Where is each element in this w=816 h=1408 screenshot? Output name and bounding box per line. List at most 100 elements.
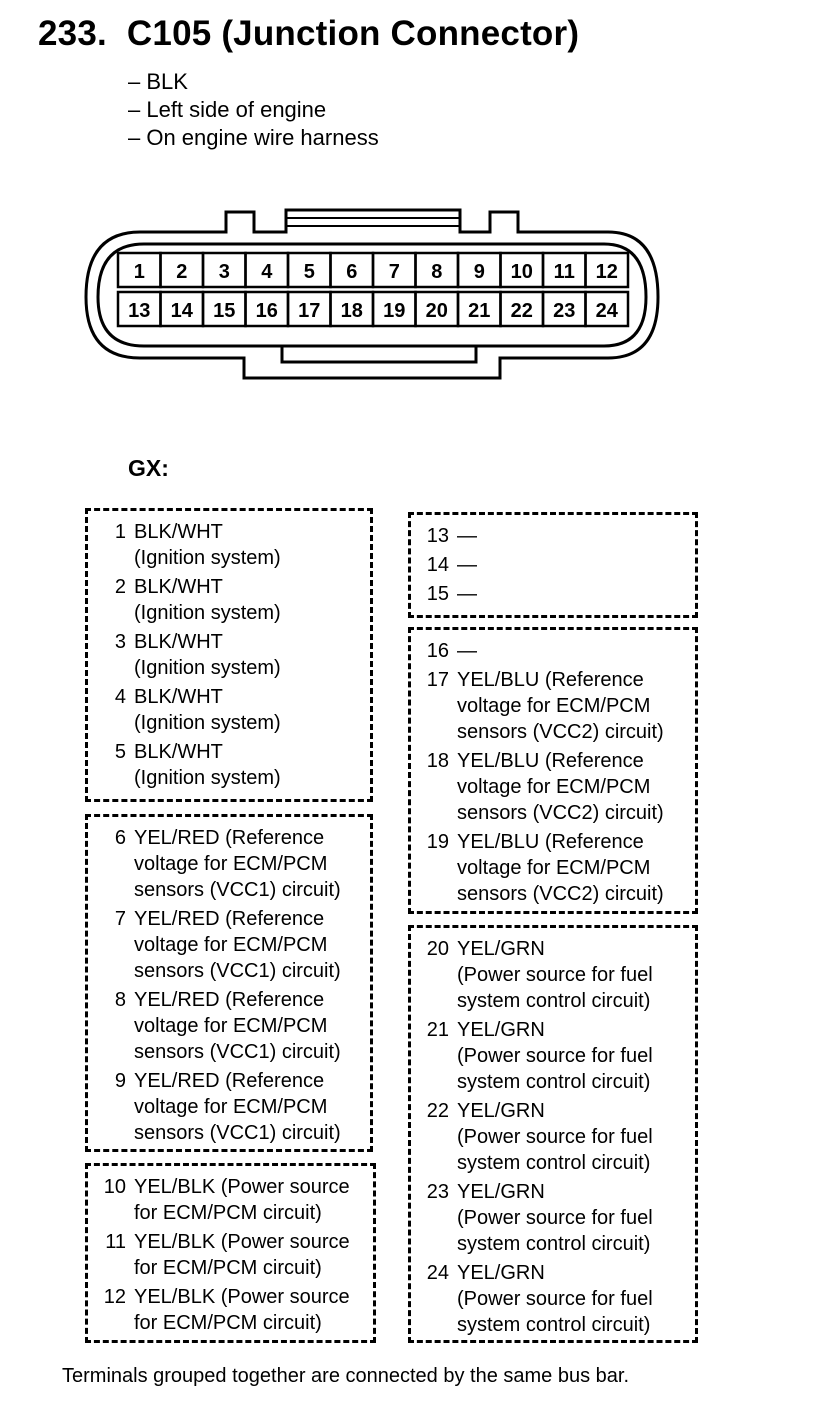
pin-label: 5 bbox=[304, 261, 315, 283]
pin-label: 4 bbox=[261, 261, 273, 283]
pin-label: 2 bbox=[176, 261, 187, 283]
connector-info: – BLK – Left side of engine – On engine … bbox=[128, 68, 379, 152]
terminal-number: 6 bbox=[114, 827, 126, 849]
pin-label: 23 bbox=[553, 300, 575, 322]
terminal-description: — bbox=[457, 640, 477, 662]
terminal-entry: 11 YEL/BLK (Power source for ECM/PCM circ… bbox=[88, 1229, 373, 1281]
terminal-description: BLK/WHT (Ignition system) bbox=[134, 686, 281, 734]
terminal-description: YEL/GRN (Power source for fuel system co… bbox=[457, 1181, 653, 1255]
pin-label: 21 bbox=[468, 300, 490, 322]
terminal-entry: 16 — bbox=[411, 638, 695, 664]
terminal-number: 10 bbox=[103, 1176, 126, 1198]
pin-label: 1 bbox=[134, 261, 145, 283]
terminal-number: 8 bbox=[114, 989, 126, 1011]
terminal-entry: 4 BLK/WHT (Ignition system) bbox=[88, 684, 370, 736]
pin-label: 17 bbox=[298, 300, 320, 322]
terminal-entry: 5 BLK/WHT (Ignition system) bbox=[88, 739, 370, 791]
page-title: 233. C105 (Junction Connector) bbox=[38, 14, 579, 54]
title-number: 233. bbox=[38, 14, 107, 53]
terminal-description: YEL/RED (Reference voltage for ECM/PCM s… bbox=[134, 989, 341, 1063]
terminal-number: 19 bbox=[426, 831, 449, 853]
pin-cell bbox=[584, 290, 630, 328]
pin-label: 9 bbox=[474, 261, 485, 283]
terminal-number: 17 bbox=[426, 669, 449, 691]
terminal-description: — bbox=[457, 583, 477, 605]
terminal-number: 15 bbox=[426, 583, 449, 605]
pin-label: 16 bbox=[256, 300, 278, 322]
terminal-number: 5 bbox=[114, 741, 126, 763]
terminal-description: YEL/RED (Reference voltage for ECM/PCM s… bbox=[134, 908, 341, 982]
pin-label: 15 bbox=[213, 300, 235, 322]
terminal-entry: 19 YEL/BLU (Reference voltage for ECM/PCM… bbox=[411, 829, 695, 907]
terminal-description: YEL/BLU (Reference voltage for ECM/PCM s… bbox=[457, 669, 664, 743]
terminal-number: 11 bbox=[105, 1231, 126, 1253]
footer-note: Terminals grouped together are connected… bbox=[62, 1365, 630, 1387]
terminal-number: 14 bbox=[426, 554, 449, 576]
pin-label: 6 bbox=[346, 261, 357, 283]
terminal-description: YEL/BLK (Power source for ECM/PCM circui… bbox=[134, 1176, 350, 1224]
terminal-entry: 20 YEL/GRN (Power source for fuel system … bbox=[411, 936, 695, 1014]
terminal-description: BLK/WHT (Ignition system) bbox=[134, 741, 281, 789]
terminal-number: 16 bbox=[426, 640, 449, 662]
terminal-number: 7 bbox=[114, 908, 126, 930]
terminal-description: YEL/RED (Reference voltage for ECM/PCM s… bbox=[134, 827, 341, 901]
terminal-entry: 15 — bbox=[411, 581, 695, 607]
terminal-description: YEL/GRN (Power source for fuel system co… bbox=[457, 938, 653, 1012]
pin-label: 14 bbox=[171, 300, 194, 322]
connector-housing-outer bbox=[84, 208, 660, 380]
pin-cell bbox=[584, 251, 630, 289]
terminal-description: BLK/WHT (Ignition system) bbox=[134, 576, 281, 624]
section-label: GX: bbox=[128, 455, 169, 481]
terminal-number: 18 bbox=[426, 750, 449, 772]
terminal-entry: 21 YEL/GRN (Power source for fuel system … bbox=[411, 1017, 695, 1095]
terminal-number: 4 bbox=[114, 686, 126, 708]
terminal-number: 21 bbox=[426, 1019, 449, 1041]
connector-bottom-latch bbox=[280, 344, 478, 364]
pin-label: 22 bbox=[511, 300, 533, 322]
terminal-entry: 12 YEL/BLK (Power source for ECM/PCM circ… bbox=[88, 1284, 373, 1336]
pin-label: 12 bbox=[596, 261, 618, 283]
terminal-entry: 10 YEL/BLK (Power source for ECM/PCM circ… bbox=[88, 1174, 373, 1226]
pin-label: 13 bbox=[128, 300, 150, 322]
terminal-number: 1 bbox=[114, 521, 126, 543]
terminal-description: YEL/RED (Reference voltage for ECM/PCM s… bbox=[134, 1070, 341, 1144]
terminal-entry: 2 BLK/WHT (Ignition system) bbox=[88, 574, 370, 626]
terminal-number: 20 bbox=[426, 938, 449, 960]
connector-housing-inner bbox=[96, 242, 648, 348]
terminal-description: YEL/BLK (Power source for ECM/PCM circui… bbox=[134, 1286, 350, 1334]
terminal-description: — bbox=[457, 554, 477, 576]
terminal-description: YEL/BLK (Power source for ECM/PCM circui… bbox=[134, 1231, 350, 1279]
terminal-description: YEL/GRN (Power source for fuel system co… bbox=[457, 1100, 653, 1174]
connector-top-key bbox=[286, 217, 460, 227]
terminal-entry: 17 YEL/BLU (Reference voltage for ECM/PCM… bbox=[411, 667, 695, 745]
terminal-description: YEL/GRN (Power source for fuel system co… bbox=[457, 1262, 653, 1336]
terminal-number: 2 bbox=[114, 576, 126, 598]
pin-label: 3 bbox=[219, 261, 230, 283]
terminal-entry: 13— bbox=[411, 523, 695, 549]
terminal-description: YEL/GRN (Power source for fuel system co… bbox=[457, 1019, 653, 1093]
pin-label: 11 bbox=[554, 261, 575, 283]
pin-label: 24 bbox=[596, 300, 619, 322]
terminal-description: BLK/WHT (Ignition system) bbox=[134, 631, 281, 679]
terminal-description: YEL/BLU (Reference voltage for ECM/PCM s… bbox=[457, 831, 664, 905]
title-name: C105 (Junction Connector) bbox=[126, 14, 580, 53]
info-color: – BLK bbox=[128, 69, 188, 94]
terminal-entry: 8 YEL/RED (Reference voltage for ECM/PCM … bbox=[88, 987, 370, 1065]
pin-label: 10 bbox=[511, 261, 533, 283]
bus-group-4: 13— 14 — 15 — bbox=[408, 512, 698, 618]
terminal-number: 12 bbox=[103, 1286, 126, 1308]
terminal-number: 13 bbox=[426, 525, 449, 547]
terminal-number: 3 bbox=[114, 631, 126, 653]
info-harness: – On engine wire harness bbox=[128, 125, 379, 150]
terminal-entry: 7 YEL/RED (Reference voltage for ECM/PCM … bbox=[88, 906, 370, 984]
info-location: – Left side of engine bbox=[128, 97, 327, 122]
terminal-number: 24 bbox=[426, 1262, 449, 1284]
pin-label: 8 bbox=[431, 261, 442, 283]
